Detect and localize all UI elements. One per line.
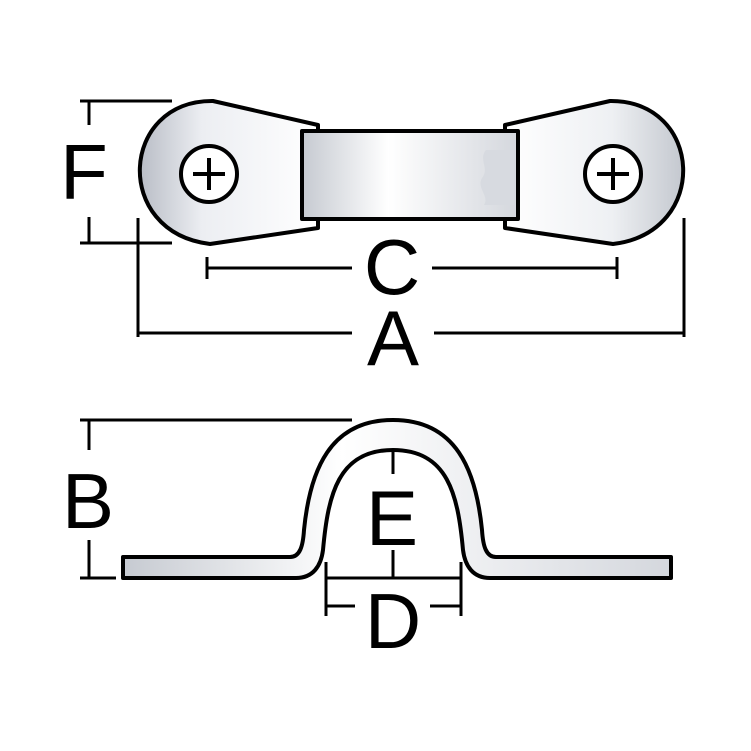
dimension-b: B — [62, 418, 352, 580]
label-a: A — [367, 294, 419, 382]
label-f: F — [60, 128, 108, 216]
phillips-screw-icon — [179, 144, 239, 204]
label-d: D — [365, 577, 421, 665]
dimension-c: C — [205, 223, 619, 311]
label-e: E — [366, 474, 418, 562]
center-bridge — [300, 129, 520, 221]
label-b: B — [62, 457, 114, 545]
top-view: F C A — [60, 98, 686, 382]
label-c: C — [364, 223, 420, 311]
bridge-highlight — [480, 150, 514, 205]
dimension-f: F — [60, 99, 172, 245]
strap-profile — [121, 418, 673, 580]
dimension-a: A — [136, 218, 686, 382]
side-view: B E D — [62, 418, 673, 665]
dimension-d: D — [324, 562, 463, 665]
phillips-screw-icon — [583, 144, 643, 204]
dimension-e: E — [366, 452, 418, 578]
